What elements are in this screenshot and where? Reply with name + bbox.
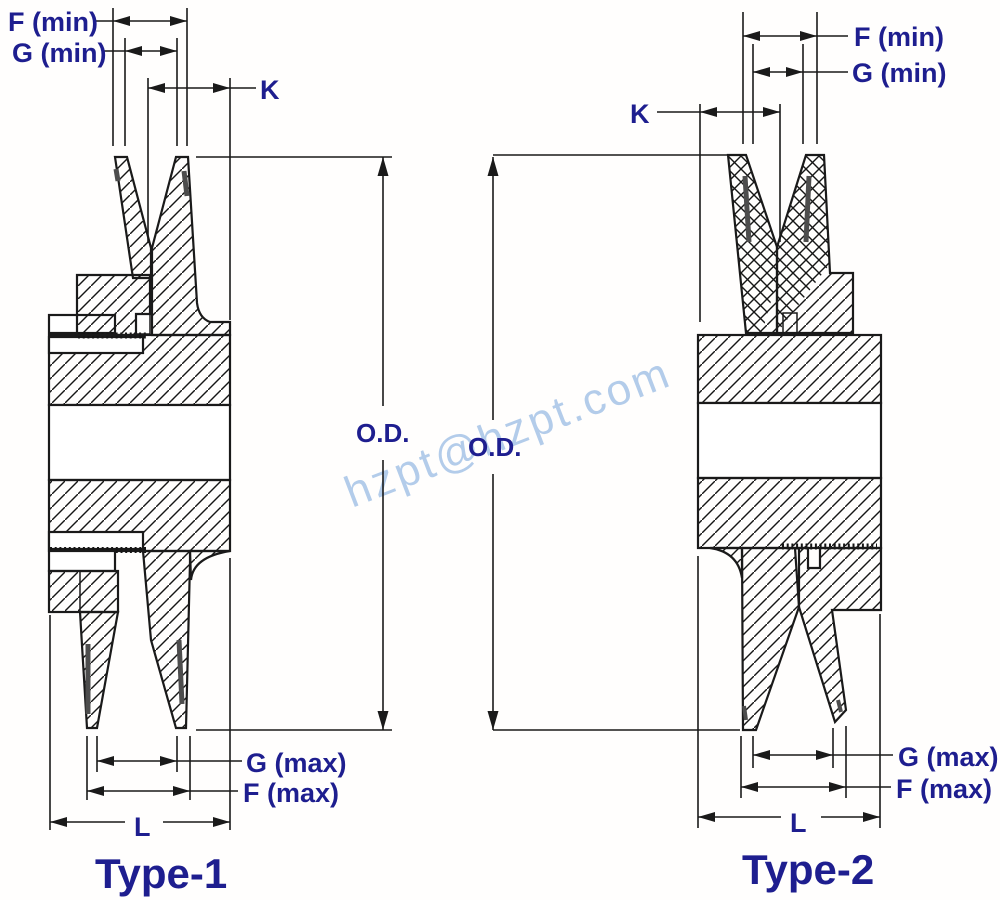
type1-top-notch bbox=[135, 313, 151, 335]
type2-dimensions bbox=[487, 12, 893, 828]
type2-od-label: O.D. bbox=[468, 432, 521, 462]
type2-title: Type-2 bbox=[742, 846, 874, 893]
type2-top-notch bbox=[782, 312, 798, 334]
type1-k-label: K bbox=[260, 75, 280, 105]
type1-g-min-label: G (min) bbox=[12, 38, 107, 68]
type1-top-left-contact-strip bbox=[113, 168, 121, 182]
type1-top-groove-right-arm bbox=[150, 155, 232, 337]
type2-hub-lower-hatch bbox=[696, 476, 883, 550]
type2-bottom-groove-left-arm bbox=[740, 546, 801, 732]
type2-top-right-arm-chevron bbox=[777, 155, 829, 333]
type1-g-max-label: G (max) bbox=[246, 748, 347, 778]
type2-f-min-label: F (min) bbox=[854, 22, 944, 52]
type1-bushing-sleeve-bottom bbox=[47, 530, 145, 551]
type1-f-min-label: F (min) bbox=[8, 7, 98, 37]
type2-g-min-label: G (min) bbox=[852, 58, 947, 88]
type2-bottom-right-contact-strip bbox=[836, 699, 843, 713]
type2-g-max-label: G (max) bbox=[898, 742, 999, 772]
type1-dimensions bbox=[49, 8, 392, 830]
type1-bushing-flange-bottom bbox=[47, 549, 117, 573]
type1-f-max-label: F (max) bbox=[243, 778, 339, 808]
type1-bore bbox=[47, 403, 232, 482]
type2-l-label: L bbox=[790, 808, 807, 838]
type2-bottom-groove-right-arm bbox=[797, 546, 883, 725]
type1-bottom-step-block bbox=[47, 569, 120, 614]
type2-rim-fillet bbox=[709, 546, 744, 579]
type2-k-label: K bbox=[630, 99, 650, 129]
type1-top-groove-left-arm bbox=[113, 155, 153, 280]
type1-title: Type-1 bbox=[95, 850, 227, 897]
type2-top-left-contact-strip bbox=[742, 175, 752, 243]
type2-f-max-label: F (max) bbox=[896, 774, 992, 804]
type2-top-left-arm-chevron bbox=[728, 155, 777, 333]
type2-bore bbox=[696, 401, 883, 480]
type1-rim-fillet bbox=[188, 549, 231, 581]
type1-top-step-block bbox=[75, 273, 152, 337]
type2-pulley-section bbox=[696, 153, 883, 732]
type1-pulley-section bbox=[47, 155, 232, 730]
type1-top-right-contact-strip bbox=[181, 170, 190, 197]
type2-bottom-left-contact-strip bbox=[742, 705, 748, 721]
type1-od-label: O.D. bbox=[356, 418, 409, 448]
type1-bushing-sleeve-top bbox=[47, 335, 145, 355]
type1-l-label: L bbox=[134, 812, 151, 842]
type2-hub-upper-hatch bbox=[696, 333, 883, 405]
type1-bottom-right-contact-strip bbox=[176, 639, 185, 705]
type2-top-right-contact-strip bbox=[803, 175, 812, 243]
